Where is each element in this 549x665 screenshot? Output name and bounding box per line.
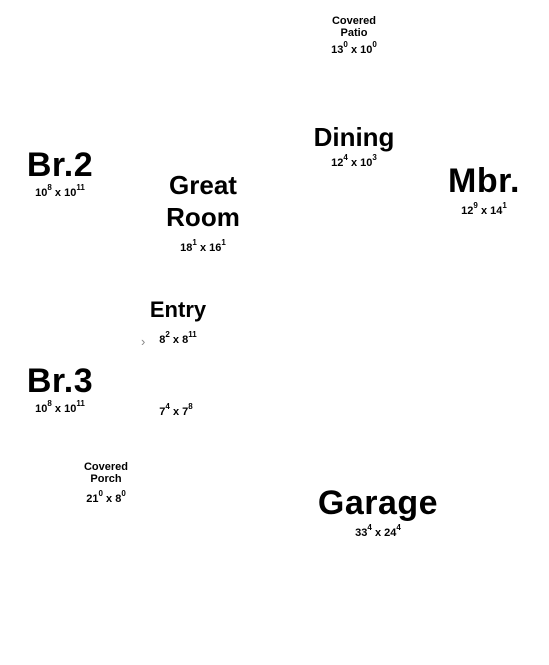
dim-width-feet: 13 xyxy=(331,44,344,56)
dim-separator: x xyxy=(350,44,358,56)
room-name: Br.3 xyxy=(26,362,94,400)
dim-width-inches: 2 xyxy=(165,330,170,339)
room-garage: Garage 334 x 244 xyxy=(308,486,448,539)
dim-width-feet: 18 xyxy=(180,242,193,254)
room-name: Br.2 xyxy=(26,146,94,184)
dim-width-inches: 4 xyxy=(165,402,170,411)
dim-depth-inches: 11 xyxy=(188,330,197,339)
room-dimensions: 181 x 161 xyxy=(153,239,253,254)
dim-separator: x xyxy=(350,157,358,169)
dim-width-inches: 0 xyxy=(98,489,103,498)
dim-separator: x xyxy=(172,406,180,418)
dim-depth-inches: 11 xyxy=(76,399,85,408)
room-name: Entry xyxy=(149,297,207,322)
room-dimensions: 82 x 811 xyxy=(138,331,218,346)
dim-width-feet: 10 xyxy=(35,187,48,199)
room-br2: Br.2 108 x 1011 xyxy=(18,148,102,199)
room-name-line2: Patio xyxy=(340,27,368,39)
dim-depth-feet: 10 xyxy=(64,187,77,199)
dim-depth-feet: 8 xyxy=(115,493,122,505)
room-name: Dining xyxy=(313,122,395,152)
room-dimensions: 129 x 141 xyxy=(439,202,529,217)
room-entry: Entry 82 x 811 xyxy=(138,299,218,346)
dim-depth-feet: 7 xyxy=(182,406,189,418)
dim-width-feet: 10 xyxy=(35,403,48,415)
chevron-right-icon: › xyxy=(141,334,146,349)
dim-width-inches: 4 xyxy=(343,153,348,162)
dim-depth-inches: 4 xyxy=(396,523,401,532)
room-great-room: Great Room 181 x 161 xyxy=(153,169,253,254)
dim-depth-feet: 14 xyxy=(490,205,503,217)
room-dimensions: 108 x 1011 xyxy=(18,400,102,415)
dim-separator: x xyxy=(106,493,113,505)
dim-separator: x xyxy=(480,205,488,217)
room-name-line1: Great xyxy=(169,170,237,200)
dim-separator: x xyxy=(54,187,62,199)
room-name: Mbr. xyxy=(448,162,520,200)
room-name-line2: Room xyxy=(166,202,240,232)
room-name-line2: Porch xyxy=(90,473,122,485)
room-dimensions: 74 x 78 xyxy=(146,403,206,418)
dim-depth-feet: 16 xyxy=(209,242,222,254)
dim-depth-feet: 10 xyxy=(360,44,373,56)
room-unlabeled: 74 x 78 xyxy=(146,401,206,418)
dim-width-inches: 8 xyxy=(47,399,52,408)
dim-depth-inches: 1 xyxy=(502,201,507,210)
dim-separator: x xyxy=(172,334,180,346)
dim-width-feet: 12 xyxy=(461,205,474,217)
dim-depth-inches: 11 xyxy=(76,183,85,192)
room-dimensions: 108 x 1011 xyxy=(18,184,102,199)
dim-depth-inches: 1 xyxy=(221,238,226,247)
room-dimensions: 130 x 100 xyxy=(318,41,390,56)
dim-width-feet: 33 xyxy=(355,527,368,539)
dim-width-feet: 12 xyxy=(331,157,344,169)
room-name-line1: Covered xyxy=(331,15,377,27)
dim-depth-inches: 3 xyxy=(372,153,377,162)
room-dimensions: 124 x 103 xyxy=(299,154,409,169)
dim-width-feet: 21 xyxy=(86,493,99,505)
dim-separator: x xyxy=(199,242,207,254)
dim-depth-feet: 10 xyxy=(360,157,373,169)
dim-width-inches: 0 xyxy=(343,40,348,49)
room-dimensions: 210 x 80 xyxy=(70,490,142,505)
dim-separator: x xyxy=(54,403,62,415)
dim-width-inches: 9 xyxy=(473,201,478,210)
dim-depth-feet: 24 xyxy=(384,527,397,539)
room-br3: Br.3 108 x 1011 xyxy=(18,364,102,415)
dim-depth-feet: 10 xyxy=(64,403,77,415)
dim-depth-feet: 8 xyxy=(182,334,189,346)
room-name: Garage xyxy=(317,484,439,522)
dim-separator: x xyxy=(374,527,382,539)
room-dining: Dining 124 x 103 xyxy=(299,124,409,169)
dim-width-feet: 8 xyxy=(159,334,166,346)
dim-depth-inches: 8 xyxy=(188,402,193,411)
room-name-line1: Covered xyxy=(83,461,129,473)
room-covered-patio: Covered Patio 130 x 100 xyxy=(318,16,390,56)
dim-depth-inches: 0 xyxy=(121,489,126,498)
room-dimensions: 334 x 244 xyxy=(308,524,448,539)
dim-width-inches: 1 xyxy=(192,238,197,247)
dim-depth-inches: 0 xyxy=(372,40,377,49)
room-master-bedroom: Mbr. 129 x 141 xyxy=(439,164,529,217)
dim-width-inches: 4 xyxy=(367,523,372,532)
room-covered-porch: Covered Porch 210 x 80 xyxy=(70,462,142,505)
dim-width-inches: 8 xyxy=(47,183,52,192)
dim-width-feet: 7 xyxy=(159,406,166,418)
